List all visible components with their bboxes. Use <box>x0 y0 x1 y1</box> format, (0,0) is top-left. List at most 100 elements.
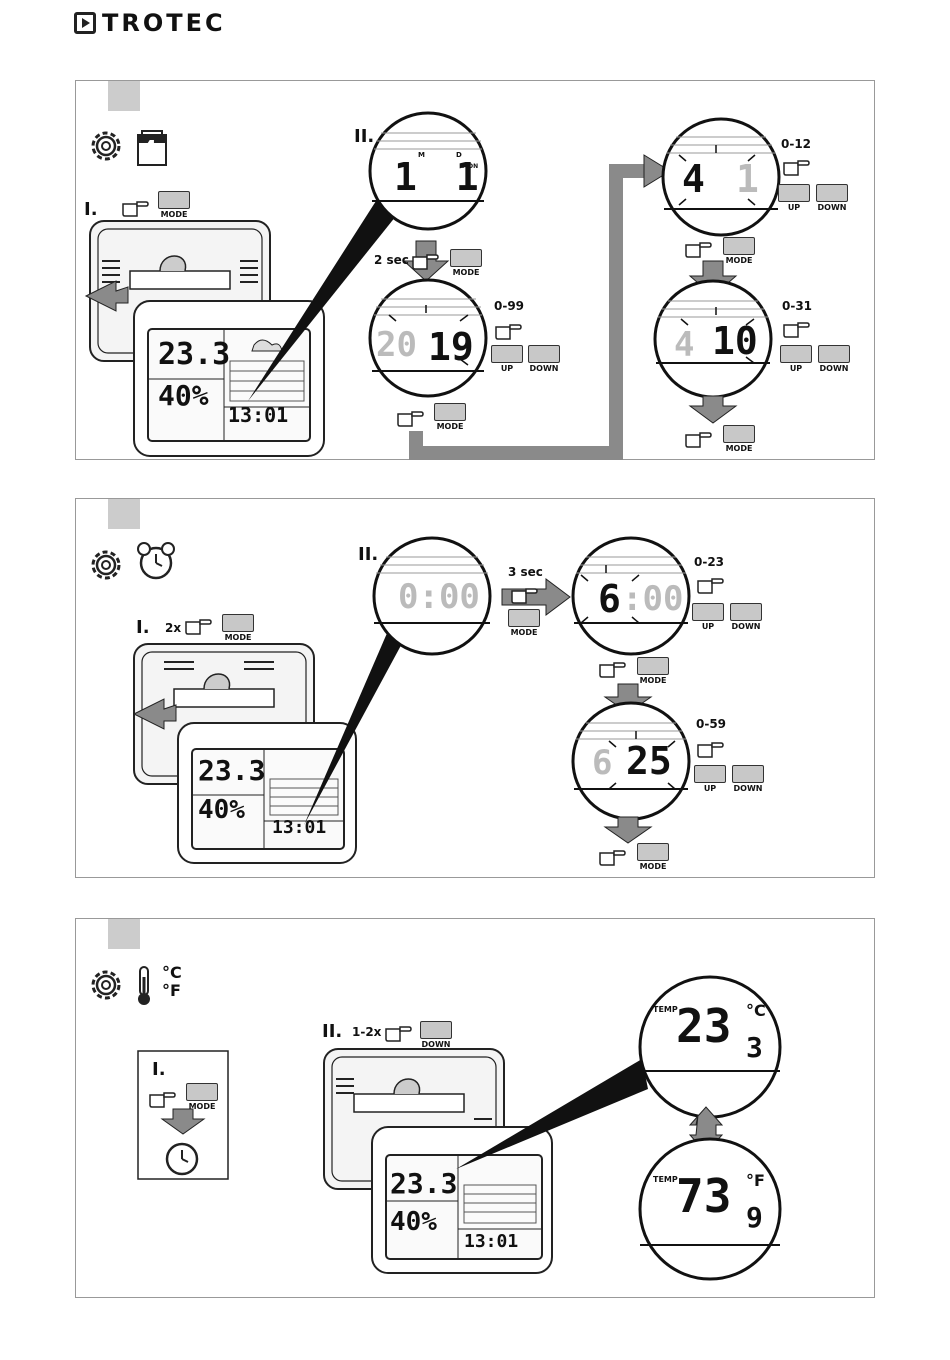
lcd-temperature: 23.3 <box>390 1167 457 1200</box>
range-minute: 0-59 <box>696 717 726 731</box>
zoom-day-value: 10 <box>712 319 758 363</box>
press-hand-icon <box>396 406 424 428</box>
lcd-time: 13:01 <box>272 817 326 838</box>
brand-logo: TROTEC <box>74 8 226 38</box>
panel-alarm-illustration <box>76 499 876 879</box>
gear-icon <box>93 972 119 998</box>
temp-fahrenheit-unit: °F <box>746 1171 765 1190</box>
press-hand-icon <box>696 737 724 759</box>
temp-celsius-unit: °C <box>746 1001 766 1020</box>
press-hand-icon <box>184 614 212 636</box>
zoom-month-day-dim: 1 <box>736 157 759 201</box>
hold-duration: 3 sec <box>508 565 543 579</box>
press-hand-icon <box>510 583 538 605</box>
zoom-minute-value: 25 <box>626 739 672 783</box>
up-button[interactable]: UP <box>692 603 724 631</box>
zoom-minute-hour-dim: 6 <box>592 743 612 783</box>
device-front <box>178 723 356 863</box>
lcd-time: 13:01 <box>464 1231 518 1252</box>
press-hand-icon <box>684 427 712 449</box>
zoom-lens-month <box>663 119 779 235</box>
step-1-label: I. <box>152 1059 166 1080</box>
up-button[interactable]: UP <box>780 345 812 373</box>
press-hand-icon <box>696 573 724 595</box>
mode-button[interactable]: MODE <box>723 237 755 265</box>
panel-alarm-setting: I. 2x II. 23.3 40% 13:01 0:00 6 :00 6 25… <box>75 498 875 878</box>
press-count: 2x <box>165 621 181 635</box>
gear-icon <box>93 552 119 578</box>
mode-button[interactable]: MODE <box>186 1083 218 1111</box>
device-front <box>372 1127 552 1273</box>
logo-mark-icon <box>74 12 96 34</box>
mode-button[interactable]: MODE <box>222 614 254 642</box>
step-2-label: II. <box>354 126 374 147</box>
lcd-temperature: 23.3 <box>158 337 230 372</box>
down-button[interactable]: DOWN <box>730 603 762 631</box>
press-hand-icon <box>494 319 522 341</box>
zoom-pointer <box>304 617 412 825</box>
mode-button[interactable]: MODE <box>434 403 466 431</box>
lcd-humidity: 40% <box>390 1207 437 1237</box>
panel-date-setting: 4 I. II. 23.3 40% 13:01 1 1 M D MON 20 1… <box>75 80 875 460</box>
step-2-label: II. <box>358 544 378 565</box>
step-2-label: II. <box>322 1021 342 1042</box>
panel-unit-setting: °C °F I. II. 1-2x 23.3 40% 13:01 TEMP 23… <box>75 918 875 1298</box>
temp-fahrenheit-decimal: 9 <box>746 1201 763 1234</box>
mode-button[interactable]: MODE <box>637 843 669 871</box>
range-day: 0-31 <box>782 299 812 313</box>
lcd-humidity: 40% <box>198 795 245 825</box>
step-1-label: I. <box>136 617 150 638</box>
mode-button[interactable]: MODE <box>637 657 669 685</box>
zoom-weekday-marker: MON <box>462 163 478 170</box>
zoom-alarm-time: 0:00 <box>398 577 480 617</box>
zoom-day-month-dim: 4 <box>674 325 694 365</box>
range-hour: 0-23 <box>694 555 724 569</box>
hold-duration: 2 sec <box>374 253 409 267</box>
press-hand-icon <box>598 845 626 867</box>
down-button[interactable]: DOWN <box>818 345 850 373</box>
step-1-label: I. <box>84 199 98 220</box>
press-hand-icon <box>148 1087 176 1109</box>
down-arrow-icon <box>605 817 651 843</box>
temp-celsius-integer: 23 <box>676 999 731 1053</box>
range-month: 0-12 <box>781 137 811 151</box>
range-year: 0-99 <box>494 299 524 313</box>
press-hand-icon <box>684 237 712 259</box>
zoom-year-value: 19 <box>428 325 474 369</box>
zoom-date-digits: 1 1 <box>394 155 487 199</box>
down-button[interactable]: DOWN <box>528 345 560 373</box>
brand-name: TROTEC <box>102 9 226 37</box>
mode-button[interactable]: MODE <box>450 249 482 277</box>
lcd-humidity: 40% <box>158 379 209 412</box>
up-button[interactable]: UP <box>778 184 810 212</box>
thermometer-icon <box>138 967 150 1005</box>
zoom-year-century: 20 <box>376 325 417 365</box>
press-hand-icon <box>384 1021 412 1043</box>
up-button[interactable]: UP <box>491 345 523 373</box>
calendar-digit: 4 <box>143 136 157 160</box>
zoom-day-marker: D <box>456 151 462 159</box>
down-button[interactable]: DOWN <box>420 1021 452 1049</box>
temp-fahrenheit-integer: 73 <box>676 1169 731 1223</box>
lcd-time: 13:01 <box>228 403 288 427</box>
press-hand-icon <box>598 657 626 679</box>
zoom-month-value: 4 <box>682 157 705 201</box>
alarm-clock-icon <box>138 543 174 578</box>
press-count: 1-2x <box>352 1025 381 1039</box>
temp-label: TEMP <box>653 1005 678 1014</box>
down-button[interactable]: DOWN <box>732 765 764 793</box>
mode-button[interactable]: MODE <box>723 425 755 453</box>
down-button[interactable]: DOWN <box>816 184 848 212</box>
zoom-month-marker: M <box>418 151 425 159</box>
down-arrow-icon <box>690 396 736 423</box>
up-button[interactable]: UP <box>694 765 726 793</box>
zoom-hour-minutes-dim: :00 <box>622 579 683 619</box>
unit-fahrenheit: °F <box>162 981 181 1000</box>
mode-button[interactable]: MODE <box>158 191 190 219</box>
lcd-temperature: 23.3 <box>198 754 265 787</box>
press-hand-icon <box>782 155 810 177</box>
mode-button[interactable]: MODE <box>508 609 540 637</box>
temp-label: TEMP <box>653 1175 678 1184</box>
unit-celsius: °C <box>162 963 182 982</box>
temp-celsius-decimal: 3 <box>746 1031 763 1064</box>
